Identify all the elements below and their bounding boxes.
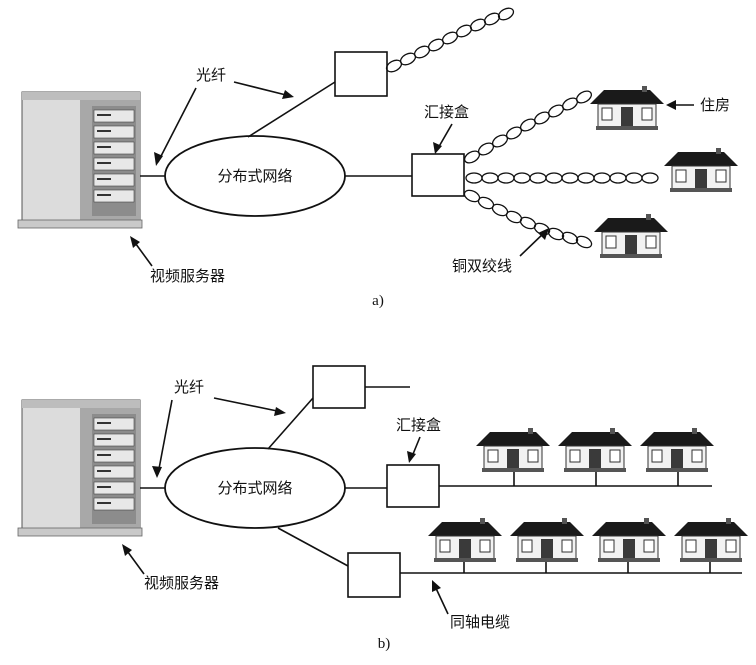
caption-a: a) [372, 293, 384, 309]
junction-box-label-a: 汇接盒 [424, 103, 469, 121]
house-icon [593, 213, 669, 259]
caption-b: b) [378, 636, 391, 652]
fiber-line-upper [247, 81, 336, 138]
house-icon [557, 427, 633, 473]
fiber-arrow-b2 [213, 397, 283, 413]
house-icon [591, 517, 667, 563]
house-icon [673, 517, 749, 563]
fiber-line-lower-b [277, 527, 349, 567]
fiber-arrow-2 [233, 81, 291, 97]
arrowhead [433, 142, 442, 154]
twisted-pair-upper [385, 7, 515, 73]
video-server-icon [17, 399, 143, 537]
panel-a: 分布式网络 [17, 7, 739, 309]
junction-box-upper [334, 51, 388, 97]
arrowhead [154, 152, 163, 166]
house-icon [475, 427, 551, 473]
fiber-arrow-1 [157, 87, 197, 163]
server-label-b: 视频服务器 [144, 574, 219, 592]
server-label-a: 视频服务器 [150, 267, 225, 285]
house-label: 住房 [700, 96, 730, 114]
house-icon [663, 147, 739, 193]
junction-box-label-b: 汇接盒 [396, 416, 441, 434]
fiber-arrow-b1 [157, 399, 173, 475]
arrowhead [538, 228, 549, 240]
arrowhead [152, 466, 162, 478]
twisted-pair-up [463, 90, 593, 164]
panel-b: 分布式网络 光纤 汇接盒 同轴电缆 [17, 365, 749, 652]
arrowhead [130, 236, 140, 248]
arrowhead [666, 100, 676, 110]
junction-box-b [386, 464, 440, 508]
junction-box-lower-b [347, 552, 401, 598]
network-label: 分布式网络 [217, 167, 292, 185]
fiber-label-a: 光纤 [196, 66, 226, 84]
copper-label: 铜双绞线 [452, 257, 512, 275]
arrowhead [274, 407, 286, 416]
arrowhead [122, 544, 132, 556]
house-icon [509, 517, 585, 563]
arrowhead [432, 580, 441, 592]
twisted-pair-down [463, 189, 593, 249]
video-server-icon [17, 91, 143, 229]
junction-box-a [411, 153, 465, 197]
junction-box-upper-b [312, 365, 366, 409]
house-icon [639, 427, 715, 473]
house-icon [427, 517, 503, 563]
house-icon [589, 85, 665, 131]
fiber-label-b: 光纤 [174, 378, 204, 396]
coax-label: 同轴电缆 [450, 613, 510, 631]
fiber-line-upper-b [267, 397, 314, 450]
arrowhead [407, 451, 416, 463]
twisted-pair-mid [465, 172, 659, 184]
arrowhead [282, 90, 294, 99]
network-label-b: 分布式网络 [217, 479, 292, 497]
